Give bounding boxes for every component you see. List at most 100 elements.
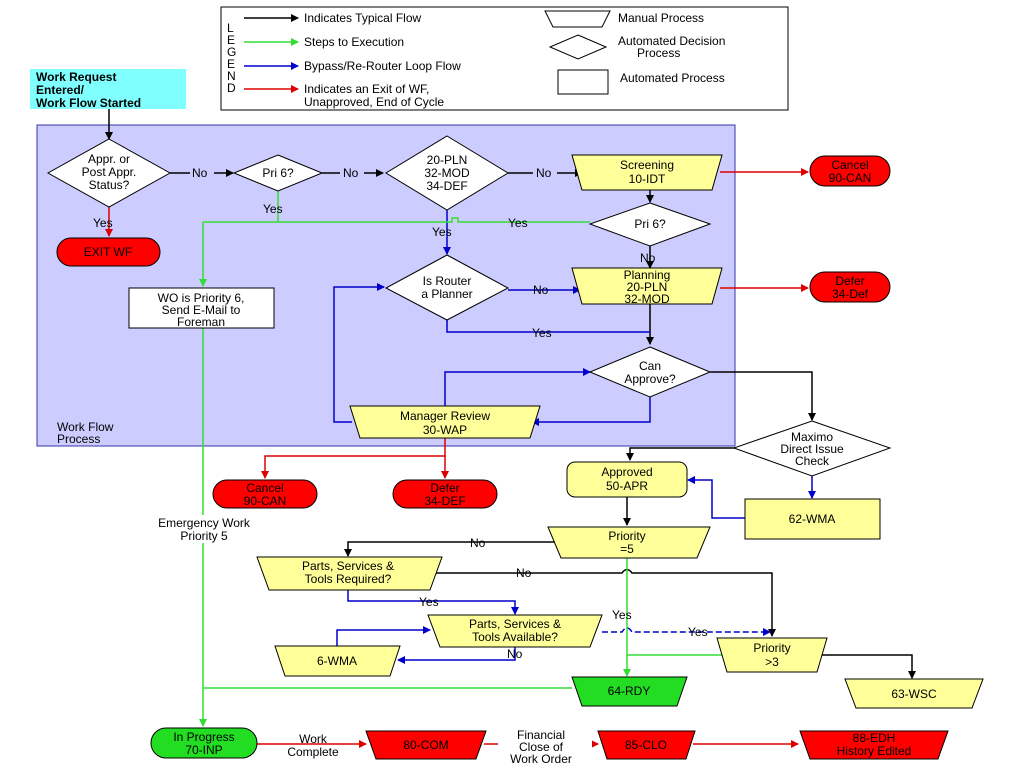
node-parts-required [256,556,443,591]
edge-priority5-to-parts [344,541,555,557]
label-work-complete-1: Work [299,732,328,746]
node-70-inp [150,727,258,759]
label-yes-priority5: Yes [612,608,632,622]
node-wo6-text-2: Send E-Mail to [162,303,241,317]
legend-manual-process-shape [544,10,611,28]
label-yes-router: Yes [532,326,552,340]
node-pri6-a [232,154,324,192]
svg-text:E: E [227,33,235,47]
label-no-partsavail: No [507,647,523,661]
node-pln-text-2: 32-MOD [424,166,470,180]
svg-text:G: G [227,45,236,59]
edge-partsavail-no-to-6wma [397,646,516,664]
node-cancel-bottom-text-2: 90-CAN [244,494,287,508]
legend-side-letters: L E G E N D [227,21,236,95]
edge-partsreq-to-partsavail [347,590,519,615]
label-no-appr: No [192,166,208,180]
node-router-text-1: Is Router [423,274,472,288]
region-label-2: Process [57,432,100,446]
region-label: Work Flow [57,420,114,434]
node-approved [566,461,688,498]
legend-box [220,6,789,111]
legend-typical-flow-label: Indicates Typical Flow [304,11,421,25]
node-parts-available [427,614,603,648]
node-62-wma-text: 62-WMA [789,512,836,526]
node-cancel-top [809,155,891,187]
node-pri6-b [588,202,712,247]
node-64-rdy-text: 64-RDY [608,684,651,698]
node-wo-priority6 [128,287,275,329]
node-cancel-bottom-text-1: Cancel [246,481,283,495]
node-parts-req-text-2: Tools Required? [305,572,392,586]
node-70-inp-text-1: In Progress [173,730,234,744]
node-85-clo-text: 85-CLO [625,738,667,752]
node-88-edh-text-2: History Edited [837,744,912,758]
label-yes-appr: Yes [93,216,113,230]
node-is-router [384,254,510,321]
node-manager-text-2: 30-WAP [423,423,467,437]
label-no-parts: No [516,566,532,580]
node-pln-text-3: 34-DEF [426,179,467,193]
node-62-wma [744,498,881,540]
node-priority5 [547,526,711,559]
legend-decision-label: Automated Decision [618,34,725,48]
node-80-com [365,730,487,760]
node-router-text-2: a Planner [421,287,472,301]
node-63-wsc-text: 63-WSC [891,687,937,701]
node-defer-bottom [392,479,498,509]
node-exit-wf [56,237,161,267]
legend-decision-shape [548,34,608,60]
edge-manager-to-router [333,283,385,423]
node-defer-right-text-2: 34-Def [832,287,869,301]
label-emergency-1: Emergency Work [158,516,251,530]
node-screening-text-2: 10-IDT [629,172,666,186]
node-manager-review [349,405,541,439]
label-work-complete-2: Complete [287,745,339,759]
label-financial-1: Financial [517,728,565,742]
node-parts-avail-text-1: Parts, Services & [469,617,561,631]
node-can-approve-text-1: Can [639,359,661,373]
node-cancel-bottom [212,479,318,509]
node-appr-status [46,138,172,208]
node-appr-status-text-1: Appr. or [88,152,130,166]
label-no-pri6a: No [343,166,359,180]
node-maximo-check [732,420,892,477]
node-80-com-text: 80-COM [403,738,448,752]
node-exit-wf-text: EXIT WF [84,245,132,259]
edge-canapprove-to-maximo [710,371,816,421]
label-yes-partsavail: Yes [688,625,708,639]
legend-bypass-label: Bypass/Re-Router Loop Flow [304,59,461,73]
label-no-pri6b: No [640,251,656,265]
node-defer-right [809,271,891,303]
node-pri6-a-text: Pri 6? [262,166,294,180]
label-financial-2: Close of [519,740,564,754]
legend-steps-label: Steps to Execution [304,35,404,49]
svg-text:N: N [227,69,236,83]
node-start-text-2: Entered/ [36,83,85,97]
node-priority3-text-1: Priority [753,641,790,655]
edge-6wma-to-partsavail [336,626,431,646]
edge-router-yes-to-canapprove [446,320,650,333]
label-yes-pri6a: Yes [263,202,283,216]
node-pln-text-1: 20-PLN [427,153,468,167]
node-can-approve [588,346,712,398]
edge-62wma-to-approved [687,476,745,519]
node-85-clo [597,730,696,760]
node-defer-bottom-text-2: 34-DEF [424,494,465,508]
node-pln-mod-def [385,135,509,211]
node-88-edh-text-1: 88-EDH [853,731,896,745]
node-wo6-text-1: WO is Priority 6, [158,291,245,305]
edge-canapprove-to-manager [531,396,651,426]
legend-exit-label: Indicates an Exit of WF, [304,82,429,96]
node-priority3-text-2: >3 [765,655,779,669]
node-planning [571,267,723,305]
edge-manager-to-canapprove [444,368,591,406]
node-wo6-text-3: Foreman [177,315,225,329]
label-no-priority5: No [470,536,486,550]
edge-priority3-to-wsc [822,654,916,679]
node-maximo-text-2: Direct Issue [780,442,844,456]
edge-maximo-to-approved [626,447,755,461]
node-6-wma [274,645,401,677]
node-63-wsc [844,678,984,709]
